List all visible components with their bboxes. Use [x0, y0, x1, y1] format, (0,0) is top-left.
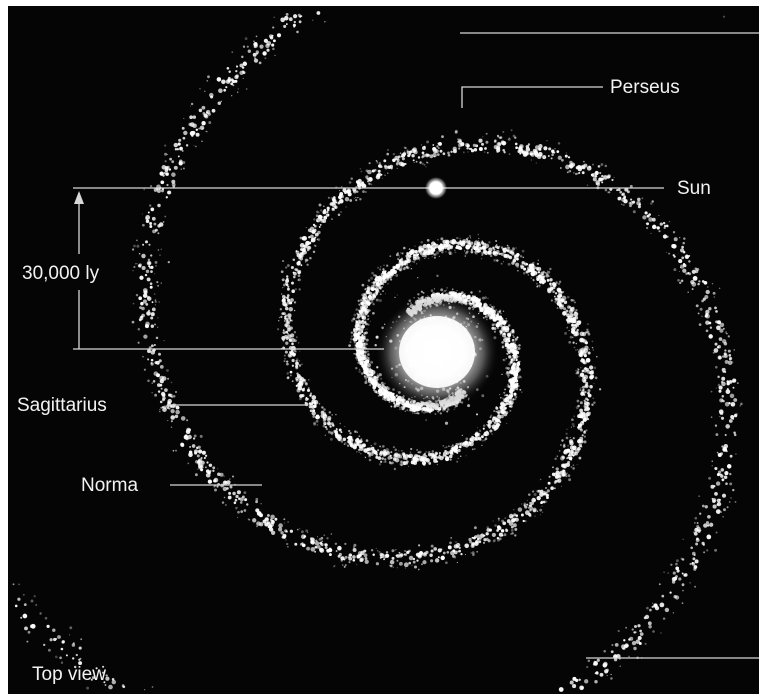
norma-label: Norma — [81, 475, 138, 496]
perseus-label: Perseus — [610, 77, 680, 98]
sagittarius-label: Sagittarius — [17, 395, 107, 416]
view-label: Top view — [32, 664, 106, 685]
sun-marker — [429, 181, 443, 195]
sun-label: Sun — [677, 178, 711, 199]
perseus-leader-line — [461, 86, 603, 108]
spiral-arm-a — [12, 129, 743, 692]
distance-label: 30,000 ly — [22, 263, 100, 284]
galactic-core-bright — [399, 316, 475, 388]
distance-arrow-head — [74, 191, 84, 204]
